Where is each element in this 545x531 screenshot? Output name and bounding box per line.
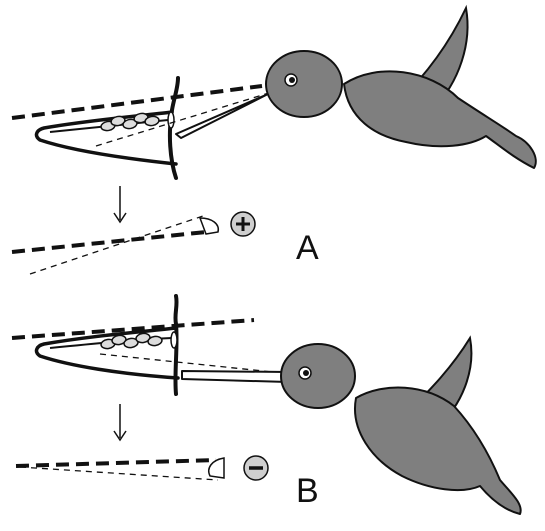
angle-b-flower-line xyxy=(16,460,216,466)
bill-b xyxy=(182,371,288,382)
angle-b-eye-icon xyxy=(209,458,224,478)
angle-b-bill-line xyxy=(20,467,218,480)
panel-label-a: A xyxy=(296,229,319,267)
flower-b-stigma xyxy=(171,332,177,348)
angle-a-flower-line xyxy=(12,232,206,252)
flower-axis-line-b xyxy=(12,320,254,338)
hummingbird-b xyxy=(182,338,521,514)
panel-a: A xyxy=(12,8,536,274)
head-a xyxy=(266,51,342,117)
bill-a xyxy=(176,94,268,138)
head-b xyxy=(281,344,355,408)
flower-a-stigma xyxy=(168,112,174,128)
panel-b: B xyxy=(12,296,521,514)
hummingbird-a xyxy=(176,8,536,168)
body-b xyxy=(355,388,521,514)
flower-a xyxy=(37,78,178,178)
angle-a-bill-line xyxy=(30,215,206,274)
down-arrow-b-icon xyxy=(114,404,126,440)
down-arrow-a-icon xyxy=(114,186,126,222)
angle-diagram-b xyxy=(16,456,268,480)
angle-diagram-a xyxy=(12,212,255,274)
flower-b xyxy=(37,296,178,394)
flower-a-pollen-cluster xyxy=(100,112,174,132)
minus-sign-icon xyxy=(244,456,268,480)
plus-sign-icon xyxy=(231,212,255,236)
body-a xyxy=(344,71,536,168)
panel-label-b: B xyxy=(296,472,319,510)
